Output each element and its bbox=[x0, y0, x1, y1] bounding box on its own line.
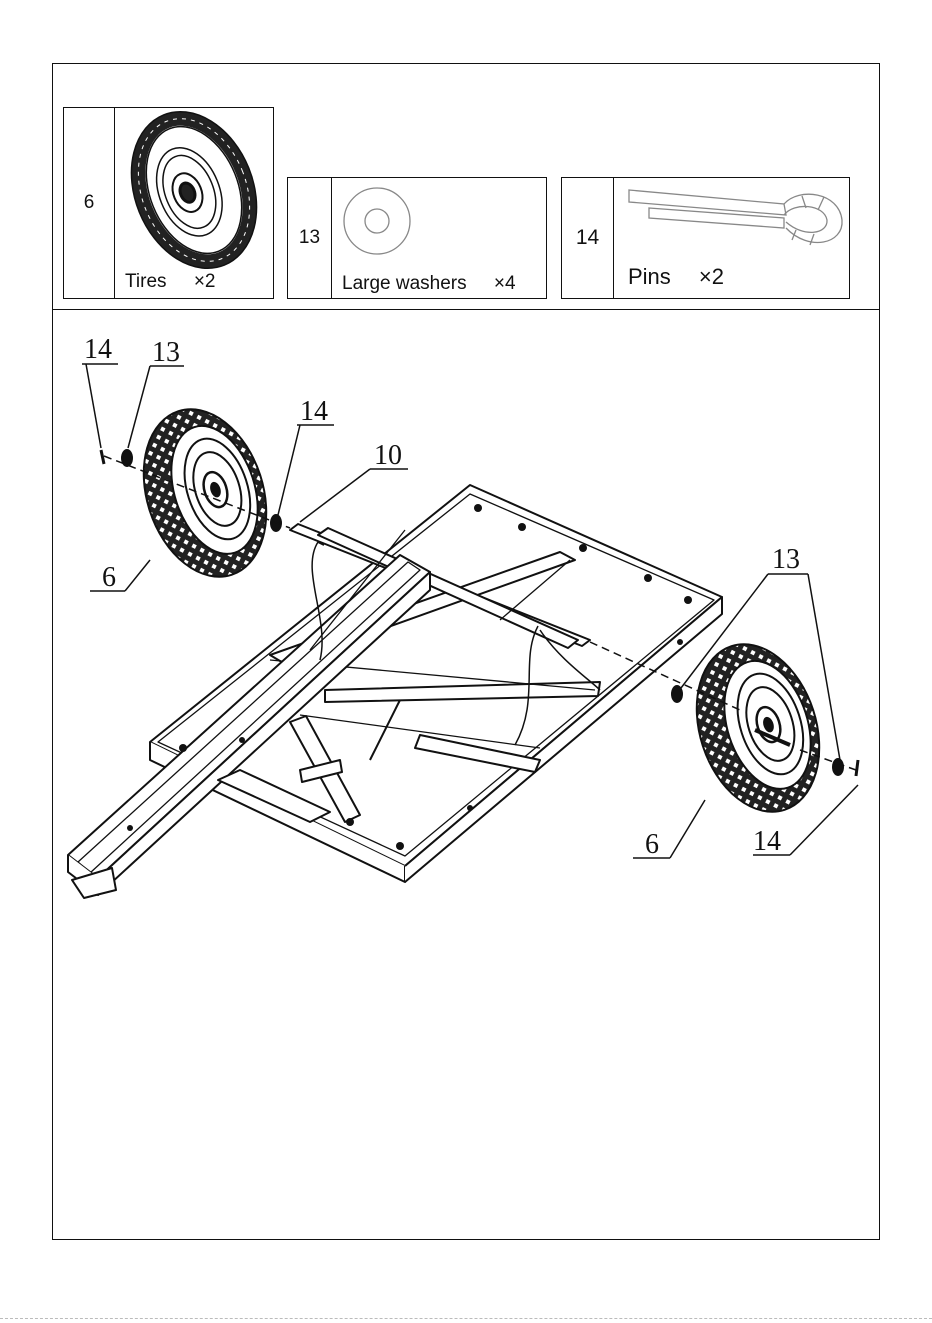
callout-left-pin: 14 bbox=[84, 334, 112, 365]
callout-right-pin: 14 bbox=[753, 826, 781, 857]
right-wheel bbox=[676, 628, 839, 827]
callout-right-washer: 13 bbox=[772, 544, 800, 575]
callout-left-inner-pin: 14 bbox=[300, 396, 328, 427]
right-outer-washer bbox=[833, 759, 843, 775]
callout-left-tire: 6 bbox=[102, 562, 116, 593]
callout-axle: 10 bbox=[374, 440, 402, 471]
callout-right-tire: 6 bbox=[645, 829, 659, 860]
left-outer-pin bbox=[101, 450, 104, 464]
right-inner-washer bbox=[672, 686, 682, 702]
right-outer-pin bbox=[856, 760, 858, 776]
page-edge bbox=[0, 1318, 932, 1319]
callout-left-washer: 13 bbox=[152, 337, 180, 368]
trailer-frame bbox=[68, 485, 722, 898]
